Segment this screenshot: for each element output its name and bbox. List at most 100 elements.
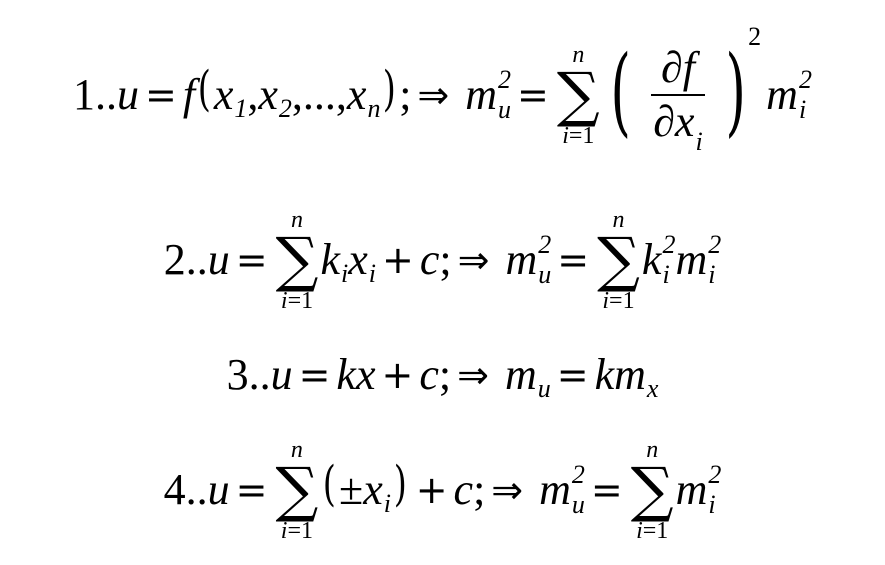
paren-exponent: 2 [748,22,762,51]
semicolon: ; [473,465,486,514]
coefficient: k [320,235,340,284]
variable: x [363,465,383,514]
lhs-variable: u [207,235,230,284]
semicolon: ; [438,350,452,399]
lhs-variable: u [270,350,293,399]
result-subscript: u [537,374,551,403]
coefficient: k [336,350,356,399]
number-suffix: .. [185,235,208,284]
function-name: f [182,70,196,119]
sum-upper-limit: n [572,41,585,68]
equation-number: 2 [163,235,186,284]
variable: x [355,350,376,399]
equals-sign: = [517,73,549,117]
summation: n ∑ i=1 [557,43,600,148]
argument: x [346,70,367,119]
equals-sign: = [557,238,590,282]
plus-minus-sign: ± [339,465,364,514]
result-variable: m [465,70,498,119]
summation: n ∑ i=1 [276,208,319,313]
sigma-symbol: ∑ [275,224,319,295]
number-suffix: .. [248,350,271,399]
plus-sign: + [415,468,448,512]
plus-sign: + [381,238,414,282]
implies-arrow: ⇒ [457,238,490,282]
argument-subscript: n [367,94,381,123]
fraction-denominator: ∂xi [653,97,703,156]
equals-sign: = [235,238,268,282]
constant: c [419,350,439,399]
sigma-symbol: ∑ [630,454,674,525]
result-exponent: 2 [498,65,512,94]
lhs-variable: u [117,70,140,119]
sum-upper-limit: n [290,436,303,463]
summation: n ∑ i=1 [631,438,674,543]
argument: x [213,70,234,119]
result-exponent: 2 [571,460,585,489]
close-paren-large: ) [725,35,746,147]
equals-sign: = [145,73,177,117]
sum-lower-limit: i=1 [602,287,635,314]
result-subscript: u [571,490,585,519]
rhs-variable-subscript: i [708,490,716,519]
sum-lower-limit: i=1 [636,517,669,544]
variable-subscript: i [368,259,376,288]
comma: , [291,70,303,119]
rhs-variable-exponent: 2 [708,460,722,489]
comma: , [335,70,347,119]
summation: n ∑ i=1 [275,438,318,543]
rhs-variable: m [614,350,646,399]
sum-upper-limit: n [612,206,625,233]
result-subscript: u [498,95,512,124]
number-suffix: .. [95,70,118,119]
implies-arrow: ⇒ [457,353,489,397]
equals-sign: = [556,353,589,397]
sigma-symbol: ∑ [275,454,319,525]
tail-variable: m [766,70,798,119]
equation-number: 3 [226,350,249,399]
summation: n ∑ i=1 [597,208,640,313]
close-paren: ) [383,61,397,117]
result-subscript: u [538,260,552,289]
sum-upper-limit: n [291,206,304,233]
ellipsis: ... [302,70,336,119]
argument-subscript: 2 [278,94,292,123]
rhs-variable: m [675,465,708,514]
rhs-variable-subscript: x [646,374,659,403]
open-paren: ( [323,456,337,512]
rhs-variable-subscript: i [708,260,716,289]
implies-arrow: ⇒ [491,468,524,512]
constant: c [419,235,440,284]
equation-number: 4 [163,465,186,514]
comma: , [247,70,259,119]
sigma-symbol: ∑ [556,59,600,130]
rhs-coefficient: k [641,235,662,284]
constant: c [453,465,474,514]
coefficient-subscript: i [340,259,349,288]
variable: x [348,235,368,284]
sum-lower-limit: i=1 [280,287,314,314]
rhs-variable: m [675,235,708,284]
implies-arrow: ⇒ [417,73,450,117]
argument: x [258,70,278,119]
fraction-numerator: ∂f [650,46,705,96]
result-variable: m [539,465,571,514]
tail-subscript: i [798,95,807,124]
rhs-coefficient: k [594,350,615,399]
sum-upper-limit: n [646,436,659,463]
result-variable: m [505,235,538,284]
tail-exponent: 2 [798,65,812,94]
denominator-subscript: i [695,127,703,156]
rhs-coefficient-exponent: 2 [662,230,676,259]
rhs-coefficient-subscript: i [662,260,670,289]
